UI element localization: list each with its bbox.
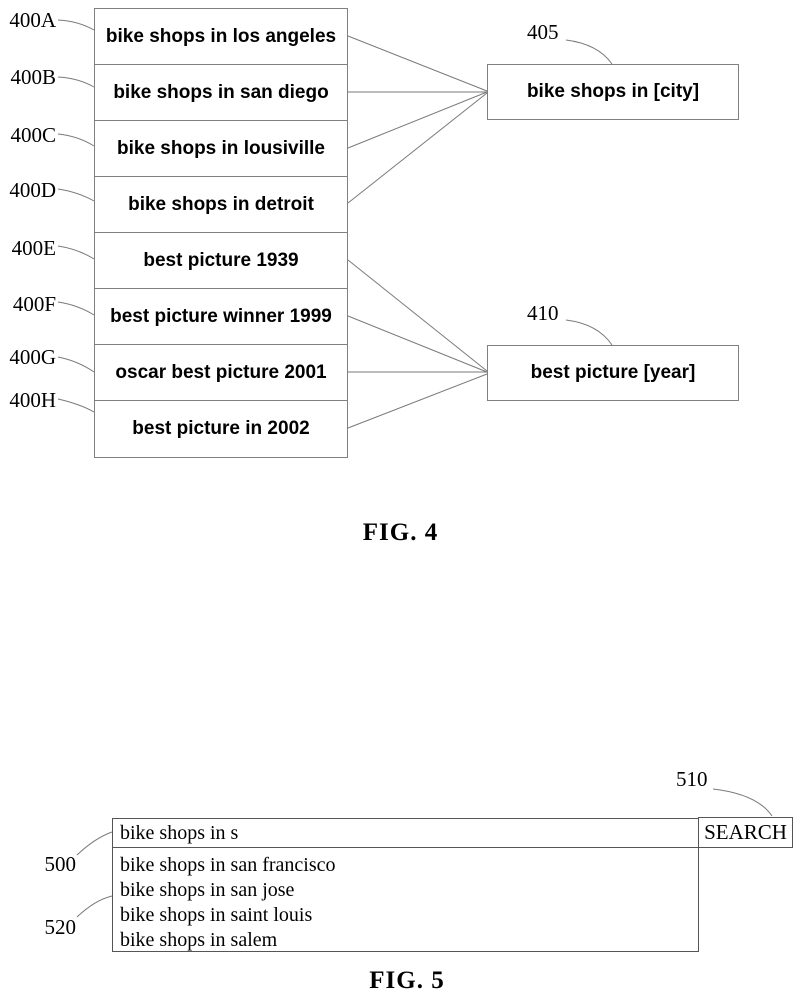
query-text: bike shops in los angeles xyxy=(105,25,337,47)
leader-410 xyxy=(565,319,613,346)
template-box-410: best picture [year] xyxy=(487,345,739,401)
suggestions-dropdown: bike shops in san francisco bike shops i… xyxy=(112,847,699,952)
search-button[interactable]: SEARCH xyxy=(698,817,793,848)
query-box-400b: bike shops in san diego xyxy=(95,65,347,121)
query-box-400f: best picture winner 1999 xyxy=(95,289,347,345)
query-text: best picture in 2002 xyxy=(132,418,310,439)
ref-label-400h: 400H xyxy=(9,388,56,412)
leader-400a xyxy=(57,19,95,31)
search-input[interactable]: bike shops in s xyxy=(112,818,699,848)
connector-400a-405 xyxy=(347,35,488,92)
query-box-400c: bike shops in lousiville xyxy=(95,121,347,177)
template-text: best picture [year] xyxy=(530,362,696,383)
leader-400b xyxy=(57,76,95,88)
query-box-400d: bike shops in detroit xyxy=(95,177,347,233)
ref-label-520: 520 xyxy=(44,915,77,939)
leader-400h xyxy=(57,398,95,413)
query-text: bike shops in san diego xyxy=(113,81,329,103)
leader-400e xyxy=(57,245,95,260)
ref-label-400g: 400G xyxy=(9,345,56,369)
template-box-405: bike shops in [city] xyxy=(487,64,739,120)
ref-label-400a: 400A xyxy=(9,8,56,32)
query-text: bike shops in detroit xyxy=(128,193,314,215)
ref-label-400f: 400F xyxy=(12,292,56,316)
leader-400g xyxy=(57,356,95,373)
template-text: bike shops in [city] xyxy=(526,81,700,102)
ref-label-410: 410 xyxy=(527,301,559,325)
leader-400d xyxy=(57,188,95,202)
query-text: oscar best picture 2001 xyxy=(115,361,327,383)
leader-405 xyxy=(565,39,613,65)
ref-label-400b: 400B xyxy=(10,65,56,89)
leader-500 xyxy=(76,831,113,856)
search-button-label: SEARCH xyxy=(704,820,787,844)
suggestion-item[interactable]: bike shops in saint louis xyxy=(120,904,313,926)
query-box-400g: oscar best picture 2001 xyxy=(95,345,347,401)
connector-400d-405 xyxy=(347,92,488,204)
connector-400h-410 xyxy=(347,373,488,429)
connector-400e-410 xyxy=(347,259,488,372)
leader-520 xyxy=(76,895,113,918)
figure5-caption: FIG. 5 xyxy=(369,967,445,994)
suggestion-item[interactable]: bike shops in san francisco xyxy=(120,854,336,876)
leader-400f xyxy=(57,301,95,316)
query-text: best picture 1939 xyxy=(143,249,299,271)
ref-label-400c: 400C xyxy=(10,123,56,147)
ref-label-400e: 400E xyxy=(11,236,56,260)
ref-label-400d: 400D xyxy=(9,178,56,202)
ref-label-500: 500 xyxy=(44,852,77,876)
search-input-value: bike shops in s xyxy=(120,822,239,844)
connector-400f-410 xyxy=(347,315,488,373)
query-box-400h: best picture in 2002 xyxy=(95,401,347,457)
query-text: bike shops in lousiville xyxy=(117,137,325,159)
figure4-caption: FIG. 4 xyxy=(362,519,439,546)
query-box-400a: bike shops in los angeles xyxy=(95,9,347,65)
ref-label-510: 510 xyxy=(676,767,708,791)
connector-400c-405 xyxy=(347,91,488,149)
query-text: best picture winner 1999 xyxy=(110,305,332,327)
query-list: bike shops in los angeles bike shops in … xyxy=(94,8,348,458)
query-box-400e: best picture 1939 xyxy=(95,233,347,289)
suggestion-item[interactable]: bike shops in salem xyxy=(120,929,278,951)
leader-400c xyxy=(57,133,95,147)
suggestion-item[interactable]: bike shops in san jose xyxy=(120,879,295,901)
leader-510 xyxy=(712,788,773,817)
ref-label-405: 405 xyxy=(527,20,559,44)
